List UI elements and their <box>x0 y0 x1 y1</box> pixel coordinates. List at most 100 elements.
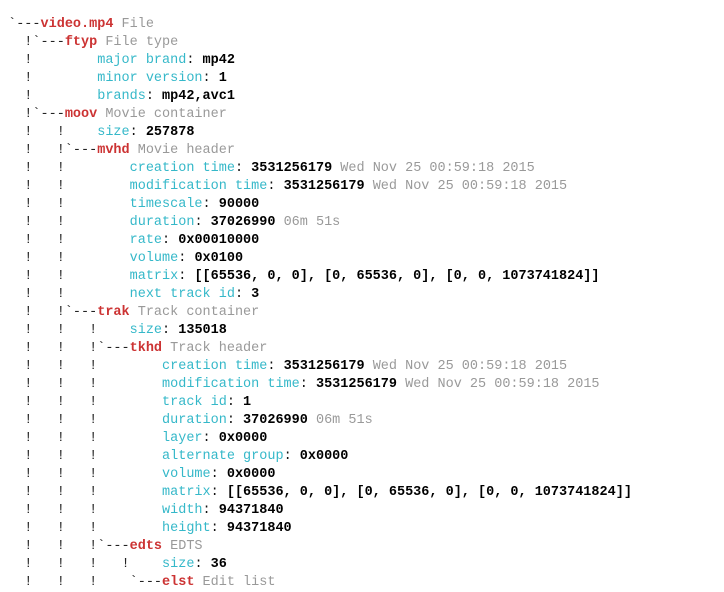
tree-branch-glyph: `--- <box>0 16 41 32</box>
tree-field-row: ! ! ! volume: 0x0000 <box>0 466 724 484</box>
field-value: 3531256179 <box>275 358 365 374</box>
tree-field-row: ! brands: mp42,avc1 <box>0 88 724 106</box>
field-key: size <box>162 556 195 572</box>
field-colon: : <box>226 394 235 410</box>
field-key: height <box>162 520 211 536</box>
mp4-box-tree: `---video.mp4 File !`---ftyp File type !… <box>0 14 724 592</box>
field-annotation: Wed Nov 25 00:59:18 2015 <box>332 160 535 176</box>
tree-node-row[interactable]: ! !`---trak Track container <box>0 304 724 322</box>
field-key: duration <box>162 412 227 428</box>
tree-branch-glyph: ! <box>0 70 98 86</box>
field-value: 3531256179 <box>275 178 365 194</box>
field-key: modification time <box>129 178 268 194</box>
field-key: size <box>97 124 130 140</box>
tree-field-row: ! major brand: mp42 <box>0 52 724 70</box>
field-value: 0x0100 <box>186 250 244 266</box>
field-colon: : <box>194 556 203 572</box>
tree-branch-glyph: ! ! <box>0 286 130 302</box>
field-annotation: 06m 51s <box>307 412 373 428</box>
field-key: minor version <box>97 70 203 86</box>
tree-branch-glyph: ! ! ! <box>0 484 163 500</box>
field-key: creation time <box>129 160 235 176</box>
tree-branch-glyph: ! ! !`--- <box>0 340 130 356</box>
box-description: Movie container <box>97 106 227 122</box>
field-value: 37026990 <box>234 412 308 428</box>
field-colon: : <box>194 214 203 230</box>
field-colon: : <box>162 232 171 248</box>
field-value: 90000 <box>210 196 260 212</box>
field-colon: : <box>186 52 195 68</box>
field-value: 94371840 <box>218 520 292 536</box>
tree-branch-glyph: ! ! ! <box>0 358 163 374</box>
tree-branch-glyph: ! ! ! <box>0 322 130 338</box>
field-value: 3531256179 <box>307 376 397 392</box>
box-description: Track header <box>162 340 268 356</box>
box-description: Track container <box>129 304 260 320</box>
field-key: size <box>129 322 163 338</box>
tree-branch-glyph: ! ! ! <box>0 466 163 482</box>
field-value: 257878 <box>137 124 195 140</box>
field-annotation: Wed Nov 25 00:59:18 2015 <box>364 178 568 194</box>
tree-branch-glyph: ! ! ! <box>0 430 163 446</box>
tree-node-row[interactable]: !`---ftyp File type <box>0 34 724 52</box>
field-value: 0x0000 <box>210 430 268 446</box>
tree-branch-glyph: ! ! ! <box>0 448 163 464</box>
tree-branch-glyph: ! ! ! <box>0 394 163 410</box>
field-colon: : <box>210 520 219 536</box>
field-key: width <box>162 502 203 518</box>
box-name: mvhd <box>97 142 130 158</box>
tree-branch-glyph: ! ! <box>0 160 130 176</box>
box-name: edts <box>129 538 163 554</box>
field-annotation: 06m 51s <box>275 214 341 230</box>
tree-field-row: ! ! ! track id: 1 <box>0 394 724 412</box>
tree-field-row: ! ! ! width: 94371840 <box>0 502 724 520</box>
tree-branch-glyph: ! ! ! <box>0 412 163 428</box>
tree-field-row: ! minor version: 1 <box>0 70 724 88</box>
tree-branch-glyph: !`--- <box>0 34 65 50</box>
field-colon: : <box>234 286 244 302</box>
field-colon: : <box>267 178 276 194</box>
tree-field-row: ! ! rate: 0x00010000 <box>0 232 724 250</box>
field-key: rate <box>129 232 163 248</box>
tree-branch-glyph: ! ! ! <box>0 520 163 536</box>
box-name: trak <box>97 304 130 320</box>
field-value: 0x0000 <box>218 466 276 482</box>
tree-field-row: ! ! ! creation time: 3531256179 Wed Nov … <box>0 358 724 376</box>
field-annotation: Wed Nov 25 00:59:18 2015 <box>364 358 568 374</box>
tree-field-row: ! ! next track id: 3 <box>0 286 724 304</box>
field-key: track id <box>162 394 227 410</box>
tree-field-row: ! ! volume: 0x0100 <box>0 250 724 268</box>
field-value: 1 <box>234 394 252 410</box>
field-key: volume <box>129 250 179 266</box>
tree-field-row: ! ! ! height: 94371840 <box>0 520 724 538</box>
field-value: 37026990 <box>202 214 276 230</box>
box-description: EDTS <box>162 538 203 554</box>
tree-branch-glyph: ! ! ! <box>0 502 163 518</box>
tree-field-row: ! ! creation time: 3531256179 Wed Nov 25… <box>0 160 724 178</box>
field-value: mp42 <box>194 52 235 68</box>
tree-branch-glyph: ! ! <box>0 178 130 194</box>
tree-node-row[interactable]: ! !`---mvhd Movie header <box>0 142 724 160</box>
field-value: 0x00010000 <box>170 232 260 248</box>
tree-node-row[interactable]: ! ! ! `---elst Edit list <box>0 574 724 592</box>
field-annotation: Wed Nov 25 00:59:18 2015 <box>397 376 600 392</box>
box-name: video.mp4 <box>40 16 114 32</box>
tree-field-row: ! ! ! duration: 37026990 06m 51s <box>0 412 724 430</box>
field-value: [[65536, 0, 0], [0, 65536, 0], [0, 0, 10… <box>218 484 632 500</box>
field-colon: : <box>129 124 138 140</box>
field-key: major brand <box>97 52 187 68</box>
box-name: moov <box>64 106 98 122</box>
tree-node-row[interactable]: !`---moov Movie container <box>0 106 724 124</box>
field-key: alternate group <box>162 448 284 464</box>
field-colon: : <box>210 466 219 482</box>
field-colon: : <box>210 484 219 500</box>
field-value: 3 <box>243 286 260 302</box>
tree-branch-glyph: ! !`--- <box>0 304 98 320</box>
field-colon: : <box>202 70 211 86</box>
tree-field-row: ! ! size: 257878 <box>0 124 724 142</box>
tree-node-row[interactable]: `---video.mp4 File <box>0 16 724 34</box>
tree-field-row: ! ! ! alternate group: 0x0000 <box>0 448 724 466</box>
tree-node-row[interactable]: ! ! !`---tkhd Track header <box>0 340 724 358</box>
tree-node-row[interactable]: ! ! !`---edts EDTS <box>0 538 724 556</box>
tree-branch-glyph: ! ! ! ! <box>0 556 163 572</box>
